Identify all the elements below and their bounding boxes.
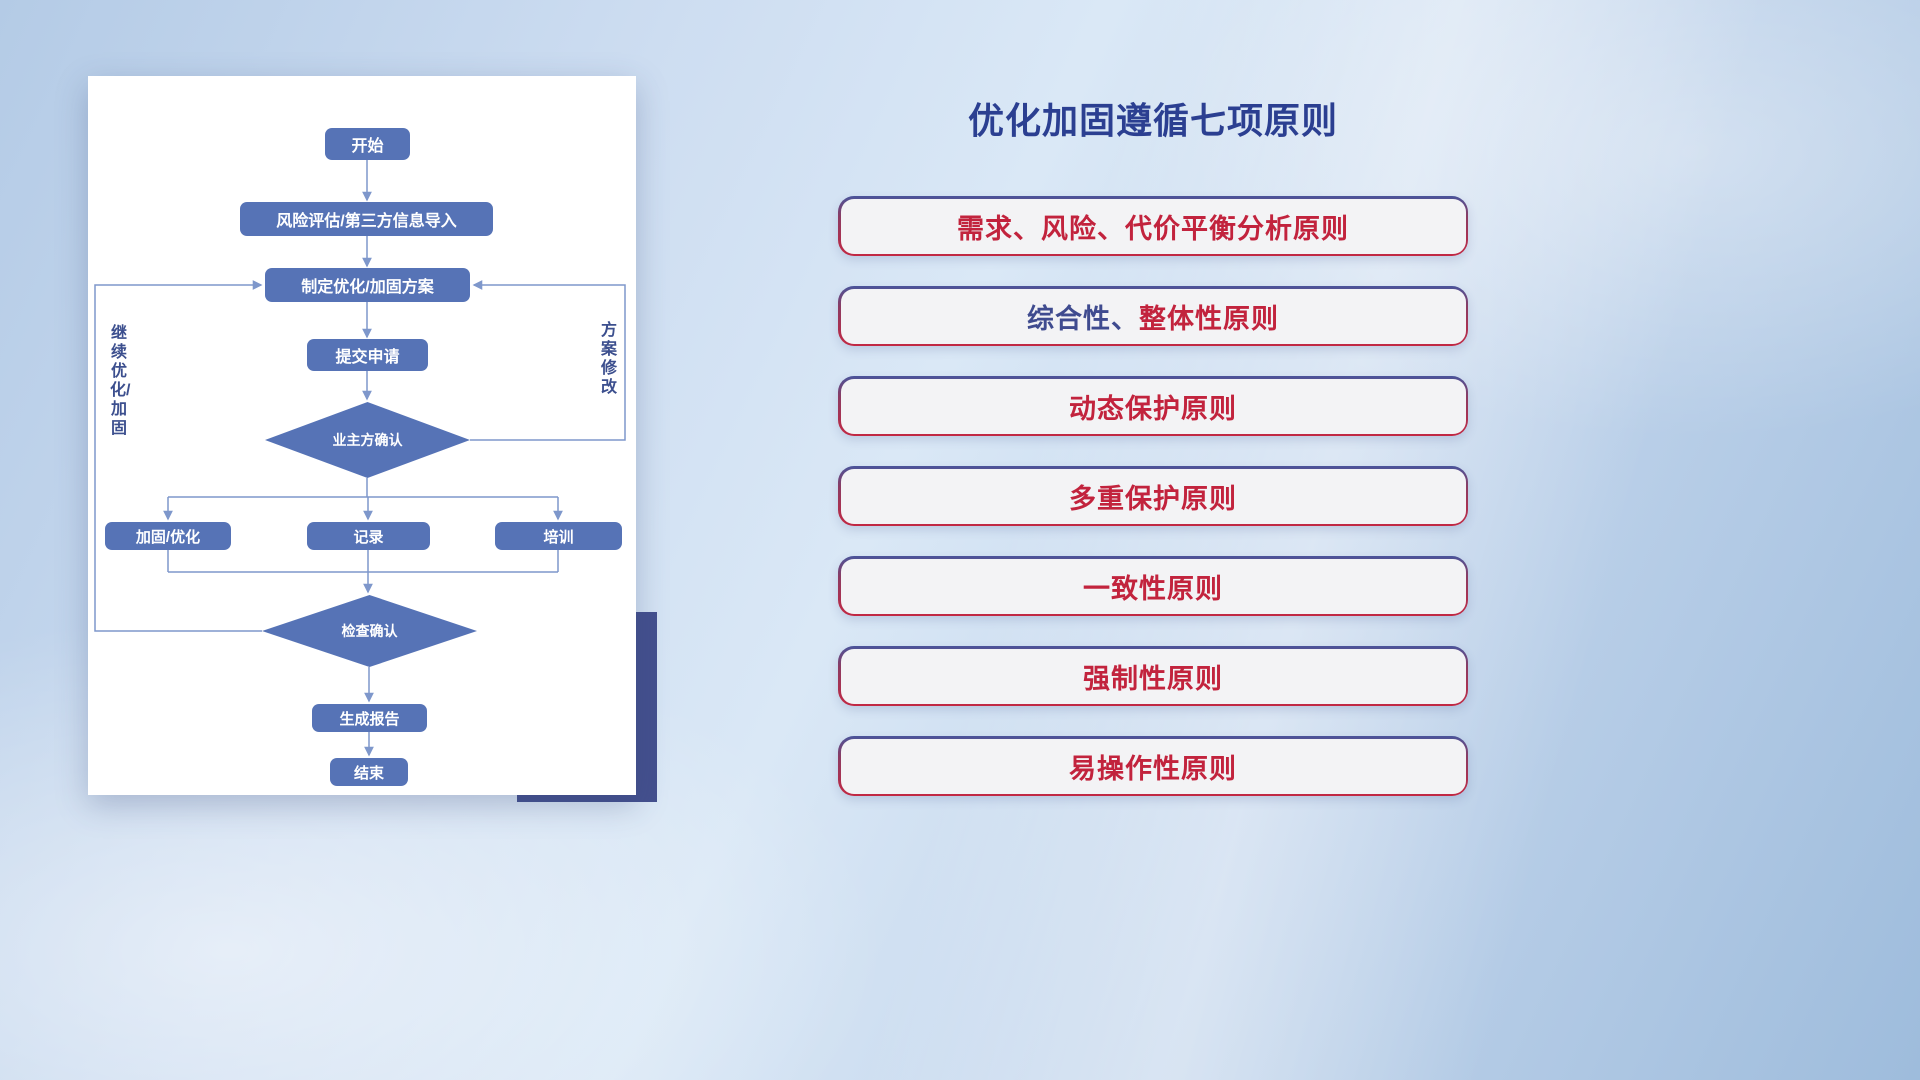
flow-node-record: 记录 [307, 522, 430, 550]
flow-node-reinforce-optimize: 加固/优化 [105, 522, 231, 550]
page-title: 优化加固遵循七项原则 [967, 100, 1338, 141]
principle-box: 一致性原则 [838, 556, 1468, 616]
flowchart-card: 开始 风险评估/第三方信息导入 制定优化/加固方案 提交申请 业主方确认 加固/… [88, 76, 636, 795]
flow-node-report: 生成报告 [312, 704, 427, 732]
principle-box: 动态保护原则 [838, 376, 1468, 436]
principle-box: 需求、风险、代价平衡分析原则 [838, 196, 1468, 256]
edge-label-revise-plan: 方案修改 [600, 322, 617, 396]
flow-node-training: 培训 [495, 522, 622, 550]
principle-text: 多重保护原则 [840, 468, 1466, 524]
principles-list: 需求、风险、代价平衡分析原则综合性、整体性原则动态保护原则多重保护原则一致性原则… [838, 196, 1468, 826]
edge-label-continue-loop: 继续优化/加固 [110, 325, 131, 437]
flow-node-end: 结束 [330, 758, 408, 786]
principle-text: 需求、风险、代价平衡分析原则 [840, 198, 1466, 254]
principle-box: 多重保护原则 [838, 466, 1468, 526]
flow-node-submit: 提交申请 [307, 339, 428, 371]
flow-node-risk-import: 风险评估/第三方信息导入 [240, 202, 493, 236]
principle-box: 易操作性原则 [838, 736, 1468, 796]
flow-node-make-plan: 制定优化/加固方案 [265, 268, 470, 302]
principle-text: 一致性原则 [840, 558, 1466, 614]
principle-text: 综合性、整体性原则 [840, 288, 1466, 344]
principle-text: 强制性原则 [840, 648, 1466, 704]
principle-box: 综合性、整体性原则 [838, 286, 1468, 346]
principle-text: 动态保护原则 [840, 378, 1466, 434]
principle-text: 易操作性原则 [840, 738, 1466, 794]
flow-node-start: 开始 [325, 128, 410, 160]
principle-box: 强制性原则 [838, 646, 1468, 706]
flowchart-connectors [94, 160, 626, 757]
